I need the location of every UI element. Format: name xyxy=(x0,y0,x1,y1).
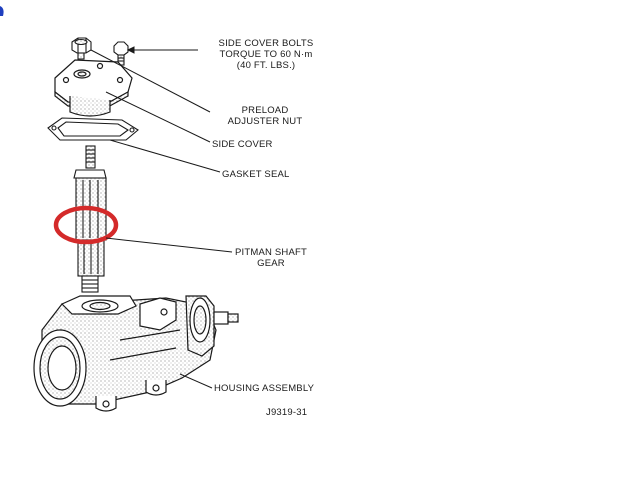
label-side-cover-bolts-line-1: SIDE COVER BOLTS xyxy=(218,38,314,49)
label-preload-adjuster-nut: PRELOAD ADJUSTER NUT xyxy=(220,105,310,127)
gasket-seal xyxy=(47,117,139,141)
label-pitman-line-2: GEAR xyxy=(257,258,285,269)
housing-assembly xyxy=(33,295,239,412)
leader-lines xyxy=(90,46,233,389)
corner-mark xyxy=(0,6,4,16)
highlight-circle xyxy=(53,205,119,245)
label-side-cover-bolts: SIDE COVER BOLTS TORQUE TO 60 N·m (40 FT… xyxy=(206,38,326,71)
label-pitman-line-1: PITMAN SHAFT xyxy=(234,247,308,258)
side-cover xyxy=(54,59,133,117)
label-preload-line-1: PRELOAD xyxy=(241,105,289,116)
label-side-cover-bolts-line-3: (40 FT. LBS.) xyxy=(236,60,296,71)
label-housing-assembly: HOUSING ASSEMBLY xyxy=(214,383,315,394)
label-gasket-seal: GASKET SEAL xyxy=(222,169,290,180)
pitman-shaft xyxy=(73,145,107,293)
side-cover-bolt-left xyxy=(71,37,92,60)
side-cover-bolt-right xyxy=(113,41,129,66)
label-side-cover-bolts-line-2: TORQUE TO 60 N·m xyxy=(219,49,313,60)
figure-id: J9319-31 xyxy=(266,407,308,418)
label-preload-line-2: ADJUSTER NUT xyxy=(227,116,303,127)
label-side-cover: SIDE COVER xyxy=(212,139,273,150)
label-pitman-shaft-gear: PITMAN SHAFT GEAR xyxy=(228,247,314,269)
